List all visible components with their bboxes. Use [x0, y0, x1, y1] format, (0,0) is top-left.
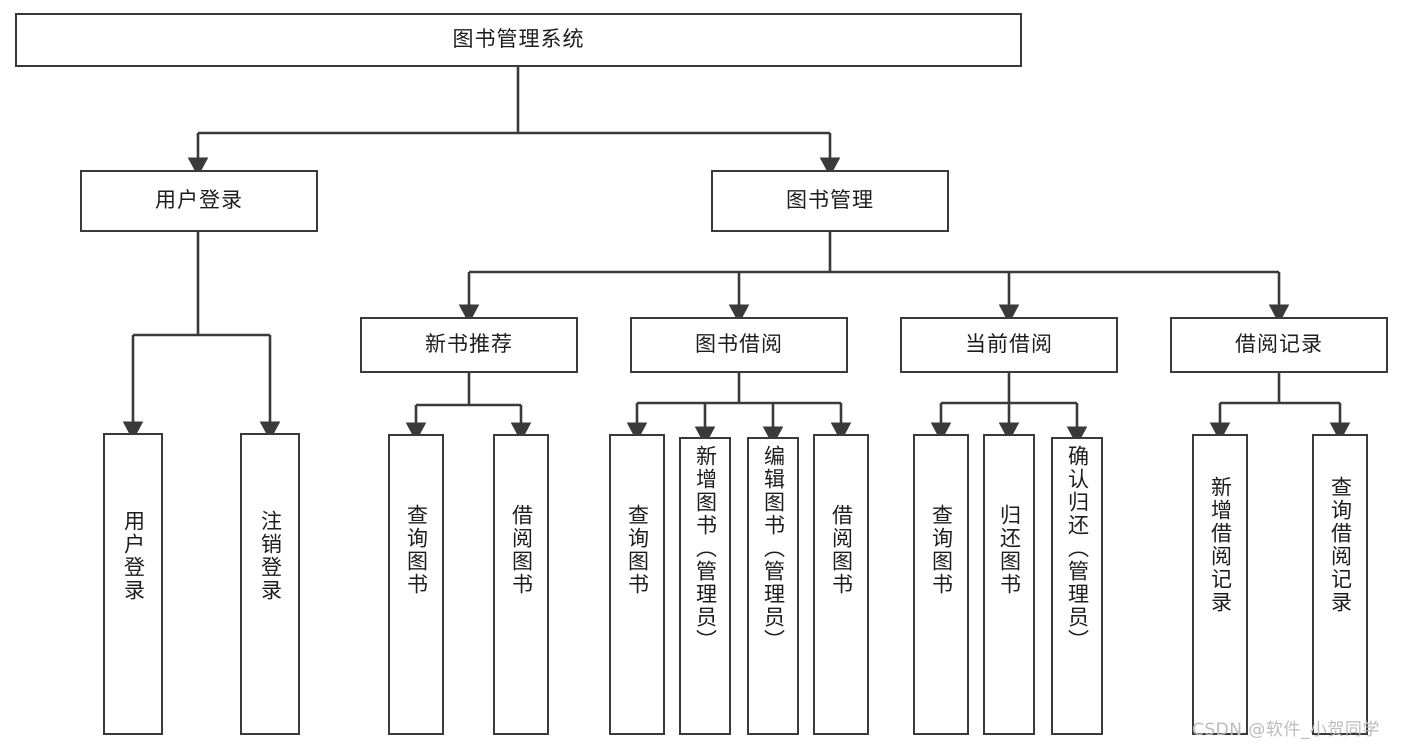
- node-root-label: 图书管理系统: [452, 27, 585, 52]
- leaf-query-record-label: 查询借阅记录: [1328, 476, 1353, 614]
- node-book-manage[interactable]: 图书管理: [711, 170, 949, 232]
- node-new-book-recommend[interactable]: 新书推荐: [360, 317, 578, 373]
- leaf-user-logout-label: 注销登录: [258, 510, 283, 602]
- node-borrow-record-label: 借阅记录: [1235, 332, 1323, 357]
- leaf-query-book-2-label: 查询图书: [625, 504, 650, 596]
- node-book-borrow-label: 图书借阅: [695, 332, 783, 357]
- node-current-borrow-label: 当前借阅: [965, 332, 1053, 357]
- leaf-return-book-label: 归还图书: [997, 504, 1022, 596]
- leaf-edit-book[interactable]: 编辑图书（管理员）: [747, 437, 799, 735]
- node-book-manage-label: 图书管理: [786, 188, 874, 213]
- leaf-add-book[interactable]: 新增图书（管理员）: [679, 437, 731, 735]
- leaf-confirm-return-label: 确认归还（管理员）: [1065, 445, 1090, 652]
- node-root[interactable]: 图书管理系统: [15, 13, 1022, 67]
- leaf-borrow-book-2-label: 借阅图书: [829, 504, 854, 596]
- leaf-edit-book-label: 编辑图书（管理员）: [761, 445, 786, 652]
- node-user-login-label: 用户登录: [155, 188, 243, 213]
- leaf-borrow-book-1-label: 借阅图书: [509, 504, 534, 596]
- leaf-user-login-label: 用户登录: [121, 510, 146, 602]
- node-book-borrow[interactable]: 图书借阅: [630, 317, 848, 373]
- node-borrow-record[interactable]: 借阅记录: [1170, 317, 1388, 373]
- leaf-borrow-book-2[interactable]: 借阅图书: [813, 434, 869, 735]
- node-current-borrow[interactable]: 当前借阅: [900, 317, 1118, 373]
- node-new-book-recommend-label: 新书推荐: [425, 332, 513, 357]
- leaf-confirm-return[interactable]: 确认归还（管理员）: [1051, 437, 1103, 735]
- leaf-query-book-1-label: 查询图书: [404, 504, 429, 596]
- leaf-borrow-book-1[interactable]: 借阅图书: [493, 434, 549, 735]
- leaf-add-record-label: 新增借阅记录: [1208, 476, 1233, 614]
- leaf-query-record[interactable]: 查询借阅记录: [1312, 434, 1368, 735]
- node-user-login[interactable]: 用户登录: [80, 170, 318, 232]
- leaf-add-book-label: 新增图书（管理员）: [693, 445, 718, 652]
- leaf-query-book-1[interactable]: 查询图书: [388, 434, 444, 735]
- leaf-return-book[interactable]: 归还图书: [983, 434, 1035, 735]
- leaf-user-logout[interactable]: 注销登录: [240, 433, 300, 735]
- leaf-add-record[interactable]: 新增借阅记录: [1192, 434, 1248, 735]
- leaf-query-book-3-label: 查询图书: [929, 504, 954, 596]
- watermark: CSDN @软件_小贺同学: [1192, 720, 1380, 740]
- leaf-user-login[interactable]: 用户登录: [103, 433, 163, 735]
- leaf-query-book-3[interactable]: 查询图书: [913, 434, 969, 735]
- leaf-query-book-2[interactable]: 查询图书: [609, 434, 665, 735]
